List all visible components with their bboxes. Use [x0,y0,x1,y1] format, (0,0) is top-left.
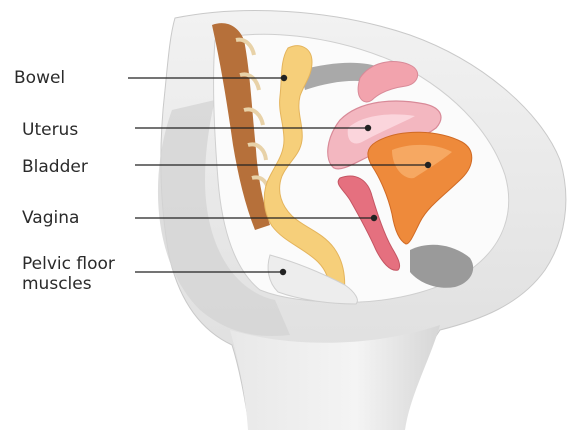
label-vagina: Vagina [22,208,79,228]
leader-dot-uterus [365,125,371,131]
label-bowel: Bowel [14,68,65,88]
leader-dot-bowel [281,75,287,81]
label-pelvic-floor-muscles: Pelvic floor muscles [22,254,132,294]
label-uterus: Uterus [22,120,78,140]
leader-dot-vagina [371,215,377,221]
label-bladder: Bladder [22,157,88,177]
leader-dot-pelvic-floor [280,269,286,275]
leader-dot-bladder [425,162,431,168]
